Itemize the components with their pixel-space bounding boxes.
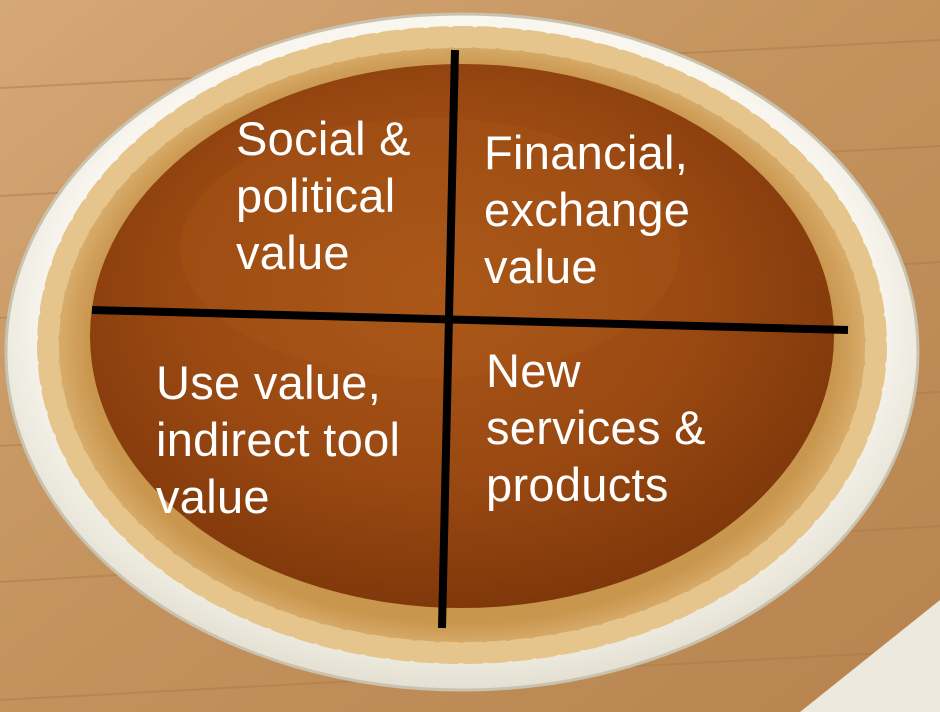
quadrant-line: value	[236, 226, 350, 279]
quadrant-line: products	[486, 458, 669, 511]
quadrant-line: New	[486, 344, 581, 397]
quadrant-label-new-services: New services & products	[486, 342, 706, 513]
tile-floor-corner	[800, 600, 940, 712]
quadrant-label-financial-exchange: Financial, exchange value	[484, 124, 690, 295]
pie-dish-rim-shadow	[4, 12, 920, 692]
quadrant-label-use-value: Use value, indirect tool value	[156, 354, 400, 525]
quadrant-line: political	[236, 169, 396, 222]
horizontal-divider	[91, 306, 849, 334]
quadrant-label-social-political: Social & political value	[236, 110, 411, 281]
quadrant-line: services &	[486, 401, 706, 454]
quadrant-line: exchange	[484, 183, 691, 236]
quadrant-line: value	[484, 240, 598, 293]
vertical-divider	[438, 49, 459, 629]
quadrant-line: indirect tool	[156, 413, 401, 466]
pie-filling	[90, 64, 834, 608]
quadrant-line: Financial,	[484, 126, 689, 179]
quadrant-line: Use value,	[156, 356, 382, 409]
quadrant-line: value	[156, 470, 270, 523]
quadrant-line: Social &	[236, 112, 411, 165]
